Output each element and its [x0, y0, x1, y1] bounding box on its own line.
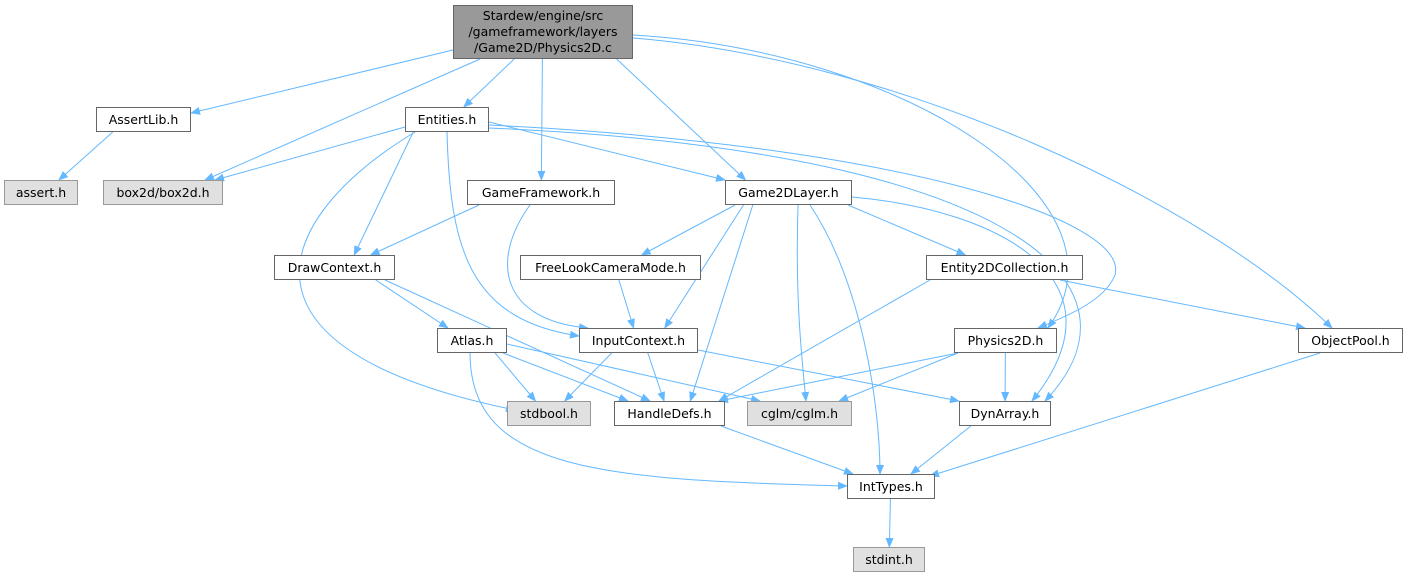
node-inputcontext[interactable]: InputContext.h	[579, 328, 698, 353]
edge-atlas-to-stdbool	[494, 352, 537, 402]
node-cglm: cglm/cglm.h	[747, 401, 852, 426]
edge-root-to-objectpool	[632, 37, 1333, 329]
edge-game2dlayer-to-inttypes	[809, 204, 884, 475]
node-dynarray[interactable]: DynArray.h	[959, 401, 1051, 426]
node-gameframework[interactable]: GameFramework.h	[467, 180, 615, 205]
node-physics2d[interactable]: Physics2D.h	[954, 328, 1057, 353]
edge-physics2d-to-handledefs	[718, 352, 959, 404]
node-assert: assert.h	[4, 180, 78, 205]
edge-entities-to-inputcontext	[446, 131, 580, 339]
edge-entity2dcollection-to-objectpool	[1059, 279, 1306, 331]
edge-drawcontext-to-handledefs	[384, 279, 651, 402]
edge-inputcontext-to-dynarray	[697, 349, 960, 404]
edge-inputcontext-to-handledefs	[647, 352, 665, 402]
edge-gameframework-to-drawcontext	[369, 204, 480, 256]
node-stdbool: stdbool.h	[507, 401, 591, 426]
edge-root-to-entities	[463, 58, 515, 108]
node-entity2dcollection[interactable]: Entity2DCollection.h	[926, 255, 1083, 280]
node-freelook[interactable]: FreeLookCameraMode.h	[520, 255, 701, 280]
node-inttypes[interactable]: IntTypes.h	[847, 474, 935, 499]
edge-gameframework-to-inputcontext	[507, 204, 589, 332]
node-assertlib[interactable]: AssertLib.h	[96, 107, 191, 132]
edge-entity2dcollection-to-handledefs	[718, 279, 931, 402]
edge-objectpool-to-inttypes	[929, 352, 1321, 478]
edge-entities-to-dynarray	[488, 127, 1081, 402]
edge-dynarray-to-inttypes	[910, 425, 972, 475]
edge-game2dlayer-to-handledefs	[689, 204, 754, 402]
node-objectpool[interactable]: ObjectPool.h	[1298, 328, 1403, 353]
edge-assertlib-to-assert	[58, 131, 114, 181]
edge-root-to-assertlib	[190, 49, 454, 115]
edge-physics2d-to-cglm	[838, 352, 959, 402]
edge-game2dlayer-to-inputcontext	[664, 204, 744, 329]
edge-entities-to-drawcontext	[353, 131, 414, 256]
edge-game2dlayer-to-cglm	[796, 204, 810, 402]
node-atlas[interactable]: Atlas.h	[437, 328, 507, 353]
node-stdint: stdint.h	[853, 547, 925, 572]
edge-freelook-to-inputcontext	[618, 279, 635, 329]
edge-atlas-to-handledefs	[502, 352, 629, 402]
edge-atlas-to-cglm	[506, 343, 761, 403]
edge-root-to-gameframework	[537, 58, 546, 181]
edge-entities-to-physics2d	[488, 124, 1117, 329]
edge-atlas-to-inttypes	[469, 352, 848, 490]
node-box2d: box2d/box2d.h	[103, 180, 223, 205]
edge-root-to-game2dlayer	[616, 58, 747, 181]
node-entities[interactable]: Entities.h	[405, 107, 489, 132]
edge-drawcontext-to-atlas	[375, 279, 449, 329]
edge-inttypes-to-stdint	[885, 498, 894, 548]
edge-game2dlayer-to-freelook	[640, 204, 736, 256]
edge-entities-to-stdbool	[299, 131, 516, 413]
node-handledefs[interactable]: HandleDefs.h	[614, 401, 725, 426]
edge-entities-to-game2dlayer	[488, 121, 726, 182]
edge-game2dlayer-to-dynarray	[851, 196, 1067, 402]
edge-entities-to-box2d	[214, 126, 406, 182]
node-root: Stardew/engine/src /gameframework/layers…	[453, 5, 633, 59]
edge-root-to-box2d	[204, 58, 481, 181]
node-drawcontext[interactable]: DrawContext.h	[274, 255, 395, 280]
edge-handledefs-to-inttypes	[720, 425, 854, 475]
edge-game2dlayer-to-entity2dcollection	[847, 204, 967, 256]
edge-inputcontext-to-stdbool	[563, 352, 613, 402]
node-game2dlayer[interactable]: Game2DLayer.h	[725, 180, 852, 205]
